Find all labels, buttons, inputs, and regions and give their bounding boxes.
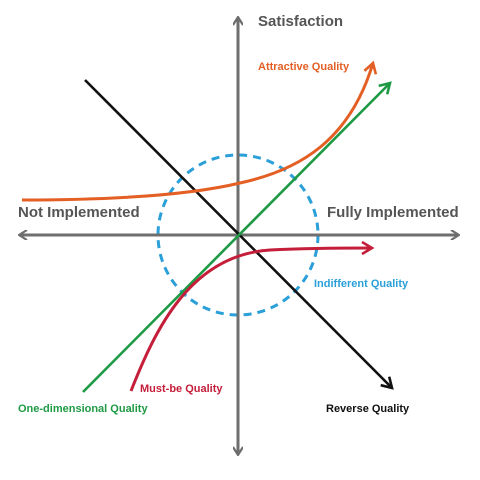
indifferent-quality-label: Indifferent Quality [314,278,409,290]
reverse-quality-label: Reverse Quality [326,403,410,415]
one-dimensional-quality-line [82,83,390,393]
x-axis-left-label: Not Implemented [18,204,140,221]
one-dimensional-quality-label: One-dimensional Quality [18,403,148,415]
y-axis-top-label: Satisfaction [258,13,344,30]
must-be-quality-label: Must-be Quality [140,383,223,395]
must-be-quality-curve [129,248,372,392]
x-axis-right-label: Fully Implemented [327,204,459,221]
attractive-quality-label: Attractive Quality [258,61,350,73]
attractive-quality-curve [21,63,373,202]
